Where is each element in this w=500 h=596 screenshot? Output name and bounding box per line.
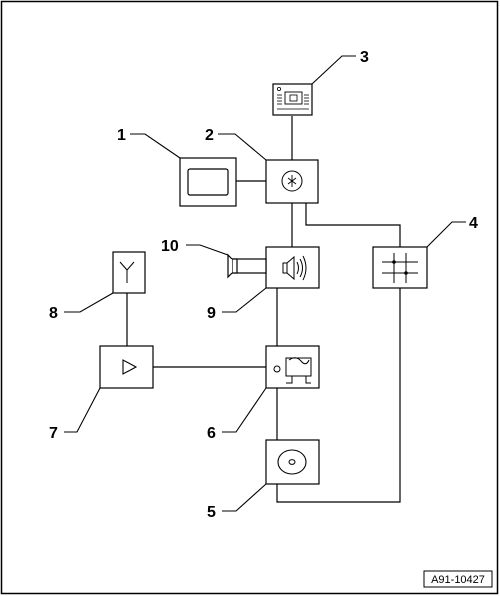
antenna-box-icon [112,251,146,294]
control-unit-symbol-icon [287,175,297,187]
leader-lines [64,55,466,512]
reference-code: A91-10427 [431,574,485,586]
callout-1: 1 [117,127,126,144]
operating-panel-icon [272,83,313,116]
tv-symbol-icon [273,357,312,384]
component-1-display [179,157,237,207]
leader-8 [64,292,114,313]
panel-display-inner-icon [289,94,298,102]
cd-drive-icon [265,439,320,485]
callout-5: 5 [207,504,216,521]
panel-display-icon [284,91,303,105]
cd-hole-icon [288,459,296,465]
leader-6 [222,387,267,433]
antenna-icon [119,261,135,283]
panel-buttons-icon [277,94,309,110]
display-screen-icon [179,157,237,207]
component-5-cd-drive [265,439,320,485]
component-8-antenna [112,251,146,294]
control-unit-dial-icon [281,170,303,192]
callout-6: 6 [207,425,216,442]
callout-10: 10 [161,238,179,255]
wire-2-to-4 [305,203,401,247]
component-9-loudspeaker [265,246,320,289]
leader-7 [64,387,101,433]
callout-2: 2 [205,127,214,144]
leader-1 [130,133,181,159]
leader-10 [186,244,229,256]
leader-4 [426,221,466,248]
panel-knob-icon [276,87,281,92]
wire-5-to-4 [276,288,401,503]
callout-3: 3 [360,49,369,66]
junction-dot-icon [392,260,396,264]
leader-2 [218,133,267,161]
callout-4: 4 [469,215,478,232]
speaker-symbol-icon [282,255,307,281]
amplifier-triangle-icon [122,359,138,375]
component-7-amplifier [99,345,154,389]
component-3-operating-panel [272,83,313,116]
horn-speaker-icon [227,253,267,279]
display-screen-inner-icon [187,168,229,196]
leader-5 [222,483,267,512]
junction-dot-icon [404,271,408,275]
leader-9 [222,287,267,313]
component-2-control-unit [265,159,319,204]
junction-lines-icon [382,253,418,283]
component-4-junction-box [372,246,428,289]
component-6-tv-tuner [265,345,320,389]
callout-9: 9 [207,305,216,322]
junction-box-icon [372,246,428,289]
reference-code-box [423,570,493,588]
cd-disc-icon [277,449,307,475]
wiring [126,116,401,503]
leader-3 [311,55,356,85]
component-10-horn-speaker [227,253,267,279]
callout-7: 7 [49,425,58,442]
callout-8: 8 [49,305,58,322]
